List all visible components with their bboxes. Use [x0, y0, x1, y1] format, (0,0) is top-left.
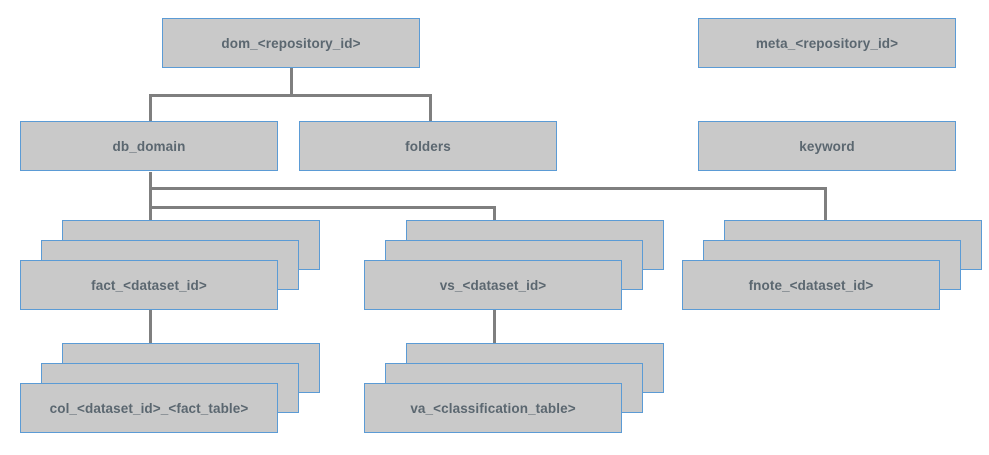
node-fact-sheet-front[interactable]: fact_<dataset_id> [20, 260, 278, 310]
node-keyword-label: keyword [799, 138, 855, 154]
node-fact-stack[interactable]: fact_<dataset_id> [20, 220, 330, 312]
edge-dom-to-folders [429, 94, 432, 121]
node-vs-stack[interactable]: vs_<dataset_id> [364, 220, 674, 312]
node-vs-sheet-front[interactable]: vs_<dataset_id> [364, 260, 622, 310]
node-fnote-label: fnote_<dataset_id> [748, 277, 874, 293]
node-keyword[interactable]: keyword [698, 121, 956, 171]
edge-dom-bus [149, 94, 432, 97]
node-col-stack[interactable]: col_<dataset_id>_<fact_table> [20, 343, 330, 435]
node-fnote-sheet-front[interactable]: fnote_<dataset_id> [682, 260, 940, 310]
node-dom-label: dom_<repository_id> [221, 35, 361, 51]
node-meta-label: meta_<repository_id> [755, 35, 899, 51]
node-col-label: col_<dataset_id>_<fact_table> [49, 400, 249, 416]
edge-db-domain-to-vs-bus [149, 206, 496, 209]
node-meta[interactable]: meta_<repository_id> [698, 18, 956, 68]
node-folders[interactable]: folders [299, 121, 557, 171]
node-folders-label: folders [405, 138, 451, 154]
edge-fact-to-col [149, 270, 152, 385]
node-va-stack[interactable]: va_<classification_table> [364, 343, 674, 435]
node-col-sheet-front[interactable]: col_<dataset_id>_<fact_table> [20, 383, 278, 433]
edge-dom-to-db-domain [149, 94, 152, 121]
edge-dom-stem [290, 67, 293, 96]
node-vs-label: vs_<dataset_id> [439, 277, 547, 293]
node-db-domain[interactable]: db_domain [20, 121, 278, 171]
edge-vs-to-va [493, 270, 496, 385]
node-dom[interactable]: dom_<repository_id> [162, 18, 420, 68]
node-fact-label: fact_<dataset_id> [91, 277, 207, 293]
node-va-sheet-front[interactable]: va_<classification_table> [364, 383, 622, 433]
edge-db-domain-to-fnote-bus [149, 187, 827, 190]
node-va-label: va_<classification_table> [410, 400, 576, 416]
node-fnote-stack[interactable]: fnote_<dataset_id> [682, 220, 989, 312]
node-db-domain-label: db_domain [112, 138, 186, 154]
